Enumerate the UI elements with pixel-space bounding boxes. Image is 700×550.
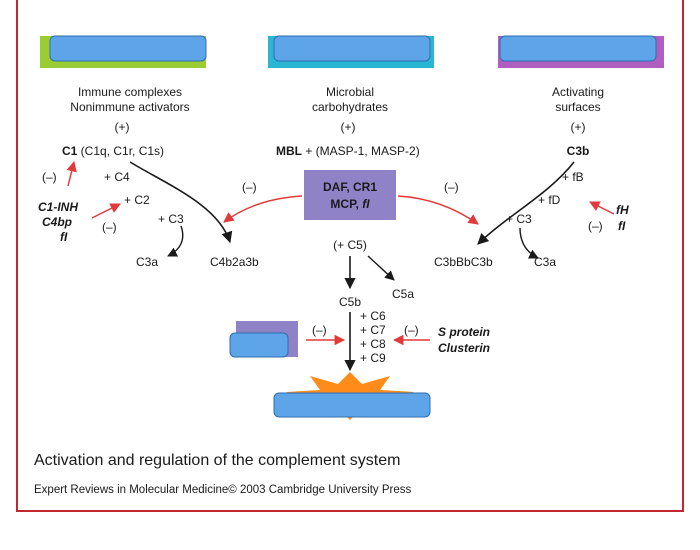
blue-button-lectin[interactable] [273,35,431,62]
terminal-step-c9: + C9 [360,351,386,365]
blue-button-classical[interactable] [49,35,207,62]
blue-button-alternative[interactable] [499,35,657,62]
classical-activator-line2: Nonimmune activators [70,100,189,114]
lectin-plus: (+) [341,120,356,134]
diagram-frame: Immune complexes Nonimmune activators (+… [16,0,684,512]
central-inhibit-mark-right: (–) [444,180,459,194]
terminal-inhibit-mark-left: (–) [312,323,327,337]
central-inhibit-arrow-left [223,195,303,223]
terminal-inhibit-mark-right: (–) [404,323,419,337]
alternative-inhibit-arrow [589,201,615,215]
alternative-cascade-arrow [477,161,575,245]
central-regulator-box [304,170,396,220]
classical-step-c2: + C2 [124,193,150,207]
blue-button-mac[interactable] [273,392,431,418]
classical-cascade-arrow [129,161,233,244]
alternative-product-c3a: C3a [534,255,556,269]
alternative-step-fd: + fD [538,193,561,207]
classical-product-c3a: C3a [136,255,158,269]
alternative-c3a-arrow [519,227,539,259]
classical-step-c3: + C3 [158,212,184,226]
terminal-step-c6: + C6 [360,309,386,323]
lectin-activator-line1: Microbial [326,85,374,99]
terminal-c5-step: (+ C5) [333,238,367,252]
alternative-regulator-fi: fI [618,219,626,233]
classical-inhibit-arrow-1 [66,160,77,187]
alternative-activator-line2: surfaces [555,100,600,114]
central-inhibit-mark-left: (–) [242,180,257,194]
classical-step-c4: + C4 [104,170,130,184]
alternative-activator-line1: Activating [552,85,604,99]
terminal-c5b: C5b [339,295,361,309]
alternative-plus: (+) [571,120,586,134]
classical-regulator-fi: fI [60,230,68,244]
classical-initiator: C1 (C1q, C1r, C1s) [62,144,164,158]
terminal-regulator-clusterin: Clusterin [438,341,490,355]
classical-product-c4b2a3b: C4b2a3b [210,255,259,269]
alternative-inhibit-mark: (–) [588,219,603,233]
central-regulators-line1: DAF, CR1 [323,180,377,194]
alternative-product-c3bbbc3b: C3bBbC3b [434,255,493,269]
central-inhibit-arrow-right [397,195,479,225]
alternative-regulator-fh: fH [616,203,629,217]
terminal-c5a-arrow [367,255,395,281]
blue-button-terminal[interactable] [229,332,289,358]
classical-c3a-arrow [167,225,184,257]
classical-regulator-c1inh: C1-INH [38,200,78,214]
terminal-step-c8: + C8 [360,337,386,351]
alternative-step-c3: + C3 [506,212,532,226]
classical-inhibit-arrow-2 [91,203,121,219]
lectin-initiator: MBL + (MASP-1, MASP-2) [276,144,420,158]
classical-inhibit-mark-2: (–) [102,220,117,234]
figure-caption: Activation and regulation of the complem… [34,452,400,469]
classical-regulator-c4bp: C4bp [42,215,72,229]
classical-activator-line1: Immune complexes [78,85,182,99]
lectin-activator-line2: carbohydrates [312,100,388,114]
terminal-c5a: C5a [392,287,414,301]
figure-source: Expert Reviews in Molecular Medicine© 20… [34,484,412,496]
alternative-step-fb: + fB [562,170,584,184]
alternative-initiator: C3b [567,144,590,158]
classical-inhibit-mark-1: (–) [42,170,57,184]
terminal-regulator-sprotein: S protein [438,325,490,339]
classical-plus: (+) [115,120,130,134]
terminal-step-c7: + C7 [360,323,386,337]
complement-diagram: Immune complexes Nonimmune activators (+… [34,35,664,496]
central-regulators-line2: MCP, fI [330,197,370,211]
